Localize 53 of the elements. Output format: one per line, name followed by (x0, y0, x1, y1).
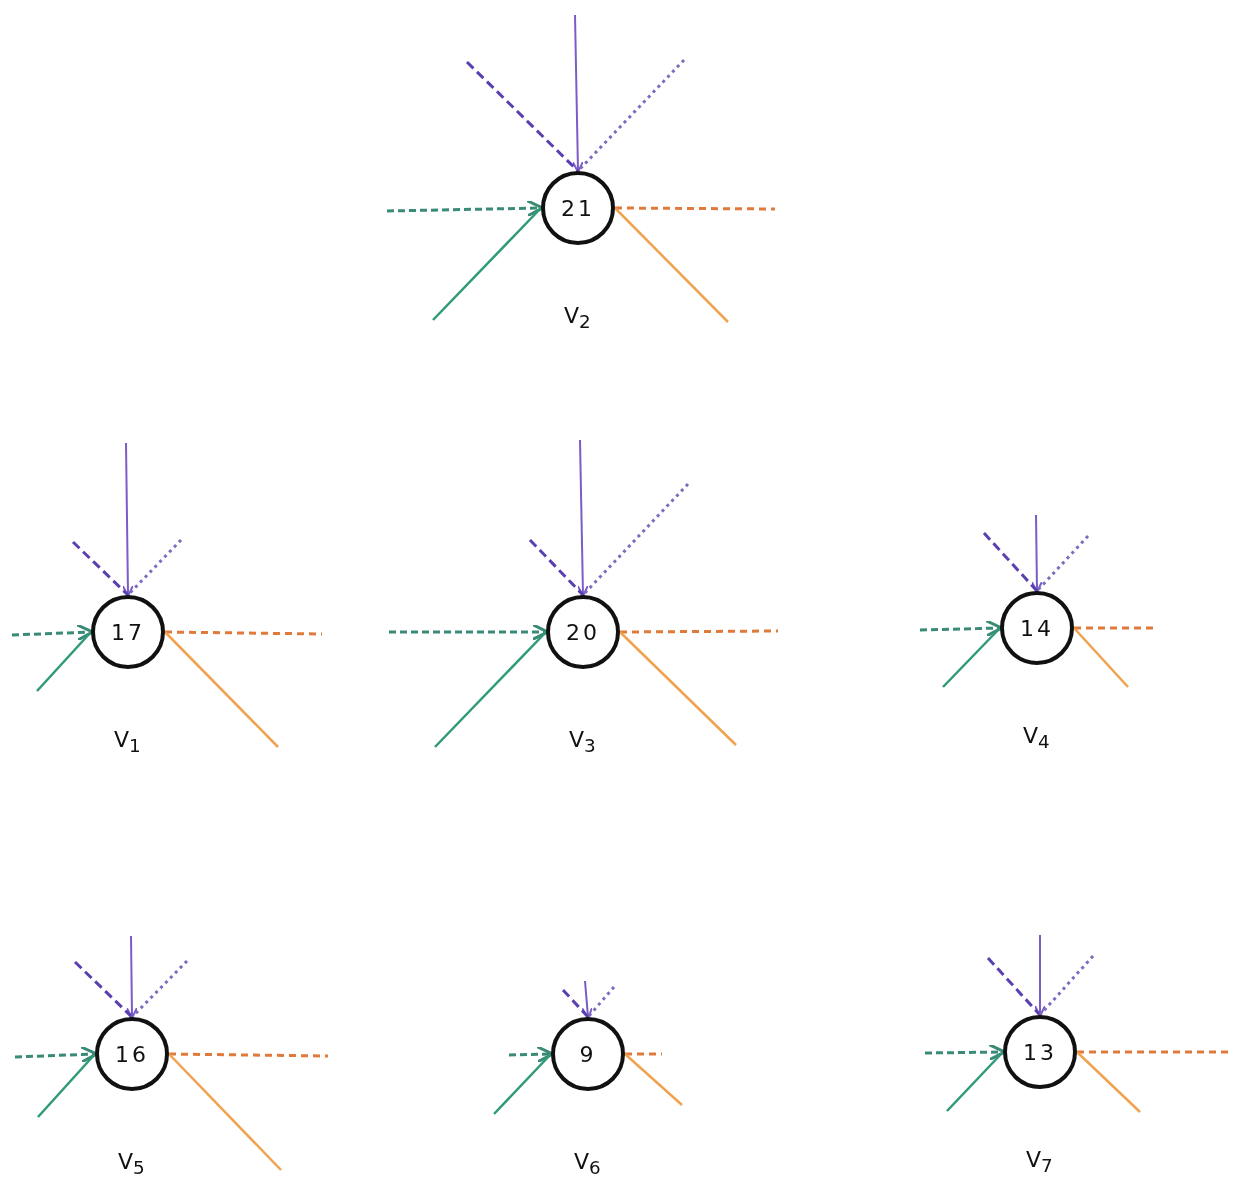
line (168, 1052, 329, 1058)
line (1074, 626, 1156, 630)
arrow (121, 442, 134, 597)
line (130, 959, 189, 1019)
line (986, 957, 1042, 1016)
line (581, 482, 690, 597)
line (1076, 1051, 1141, 1113)
arrow (571, 14, 584, 173)
line (615, 206, 775, 211)
arrow (1030, 514, 1043, 593)
vertex-label: V$_{5}$ (118, 1149, 145, 1179)
line (168, 1053, 282, 1171)
line (126, 538, 183, 597)
vertex-label: V$_{7}$ (1026, 1147, 1053, 1177)
line (465, 60, 580, 173)
vertex-label: V$_{2}$ (564, 303, 591, 333)
vertex-value: 14 (1020, 615, 1054, 641)
line (625, 1052, 662, 1056)
line (493, 1053, 552, 1115)
line (946, 1051, 1004, 1112)
vertex-label: V$_{6}$ (574, 1149, 601, 1179)
line (164, 631, 279, 748)
line (1073, 627, 1129, 688)
line (434, 631, 547, 748)
vertex-value: 16 (115, 1041, 149, 1067)
arrow (125, 935, 138, 1019)
vertex-value: 20 (566, 619, 600, 645)
line (73, 960, 134, 1019)
vertex-value: 21 (561, 195, 595, 221)
line (1035, 535, 1090, 592)
line (619, 631, 737, 746)
vertex-label: V$_{1}$ (114, 727, 141, 757)
vertex-value: 9 (579, 1041, 597, 1067)
vertex-value: 17 (111, 619, 145, 645)
line (37, 1053, 96, 1118)
vertex-label: V$_{4}$ (1023, 723, 1050, 753)
line (561, 989, 590, 1018)
arrow (576, 439, 589, 597)
line (432, 207, 542, 321)
line (942, 627, 1001, 688)
line (624, 1053, 683, 1106)
vertex-value: 13 (1023, 1039, 1057, 1065)
arrow (581, 980, 594, 1019)
line (36, 631, 92, 692)
line (164, 630, 323, 636)
line (528, 538, 585, 597)
line (1038, 955, 1095, 1016)
line (71, 540, 130, 597)
line (586, 986, 616, 1018)
line (620, 629, 778, 634)
line (614, 207, 729, 323)
line (982, 532, 1039, 592)
vertex-label: V$_{3}$ (569, 727, 596, 757)
